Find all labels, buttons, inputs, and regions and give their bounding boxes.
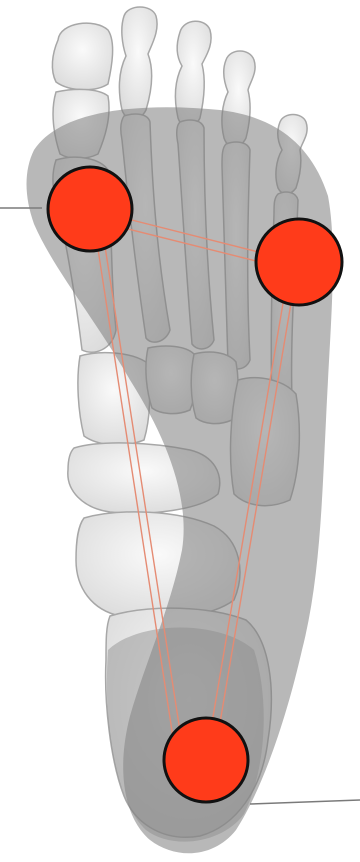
contact-point-first-metatarsal-head xyxy=(48,167,132,251)
toe-2-phalanges xyxy=(119,7,157,119)
big-toe-distal-phalanx xyxy=(52,23,112,90)
contact-point-fifth-metatarsal-head xyxy=(256,219,342,305)
contact-point-heel xyxy=(164,718,248,802)
pointer-line-bottom xyxy=(250,800,360,804)
